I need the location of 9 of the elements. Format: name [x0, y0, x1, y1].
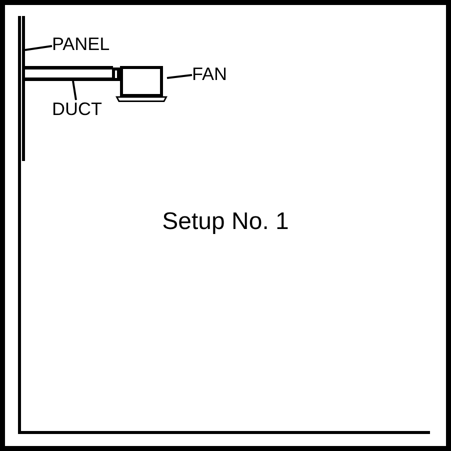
- leader-line: [72, 80, 77, 100]
- leader-line: [166, 74, 192, 79]
- part-label: PANEL: [52, 35, 110, 53]
- setup-title: Setup No. 1: [162, 210, 289, 234]
- duct-pipe: [25, 66, 120, 81]
- part-label: DUCT: [52, 100, 102, 118]
- leader-line: [24, 45, 52, 51]
- panel-bar: [18, 16, 25, 161]
- part-label: FAN: [192, 65, 228, 83]
